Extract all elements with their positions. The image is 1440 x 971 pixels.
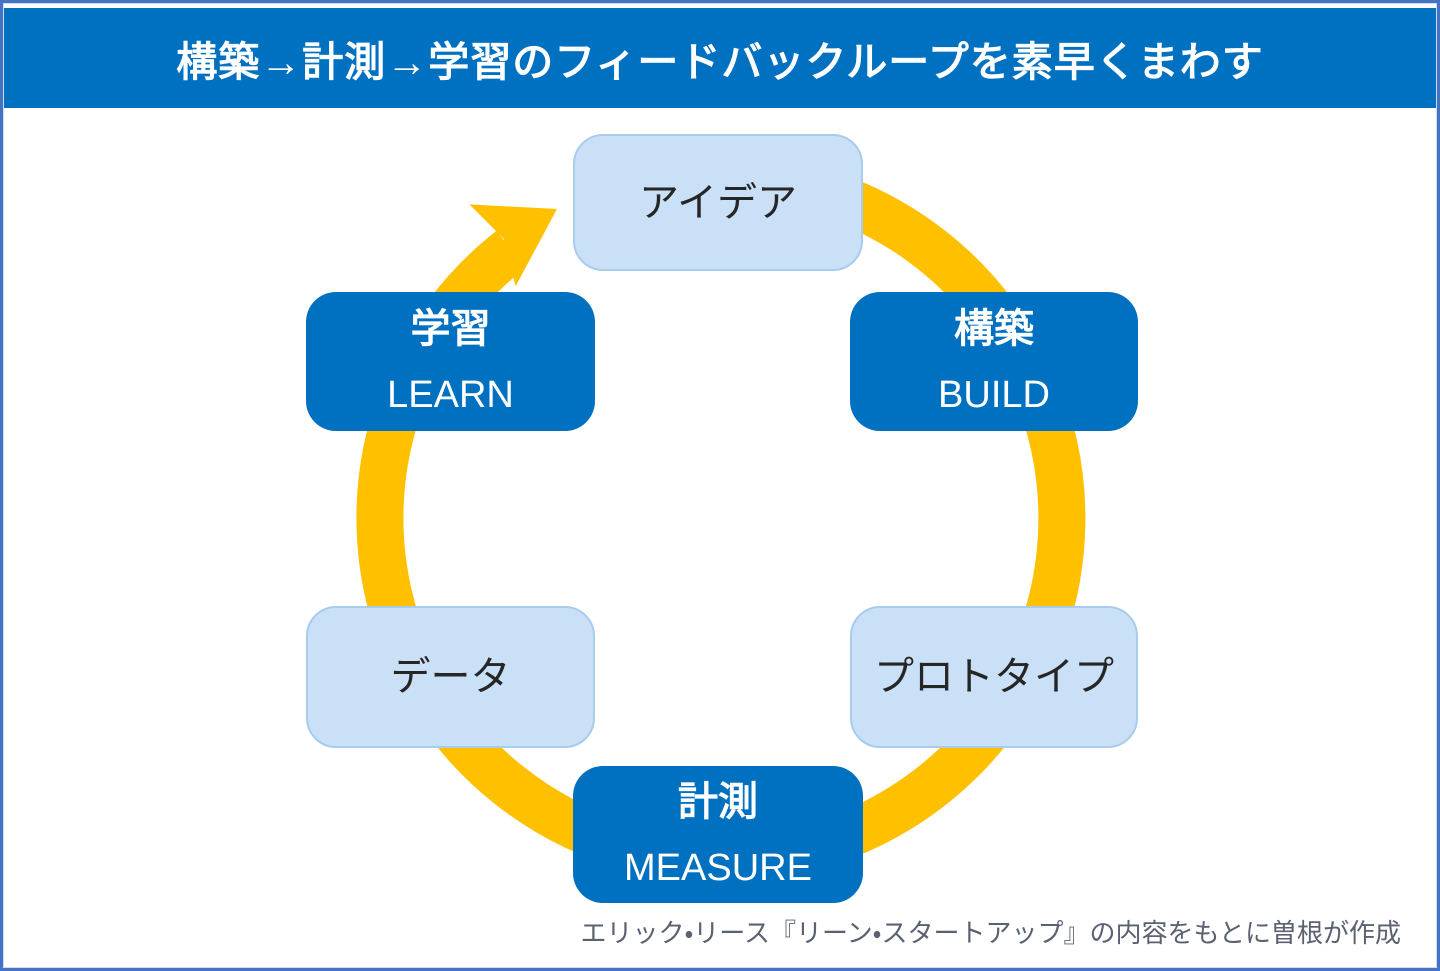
node-measure-label-ja: 計測 (678, 779, 758, 824)
title-banner: 構築→計測→学習のフィードバックループを素早くまわす (4, 8, 1436, 108)
node-build-label-ja: 構築 (954, 306, 1034, 351)
node-learn: 学習 LEARN (306, 292, 595, 431)
node-prototype: プロトタイプ (850, 606, 1138, 748)
node-prototype-label: プロトタイプ (874, 655, 1114, 699)
node-learn-label-en: LEARN (387, 373, 514, 416)
node-idea-label: アイデア (639, 180, 797, 225)
node-measure-label-en: MEASURE (624, 846, 812, 889)
loop-arrowhead-icon (469, 204, 557, 287)
node-data: データ (306, 606, 595, 748)
node-idea: アイデア (573, 134, 863, 271)
node-build-label-en: BUILD (938, 373, 1050, 416)
node-measure: 計測 MEASURE (573, 766, 863, 903)
loop-ring-arc (356, 161, 1086, 883)
attribution-text: エリック・リース『リーン・スタートアップ』の内容をもとに曽根が作成 (580, 918, 1401, 948)
node-data-label: データ (390, 655, 511, 699)
node-learn-label-ja: 学習 (410, 306, 491, 351)
page-title: 構築→計測→学習のフィードバックループを素早くまわす (176, 39, 1264, 85)
node-build: 構築 BUILD (850, 292, 1138, 431)
